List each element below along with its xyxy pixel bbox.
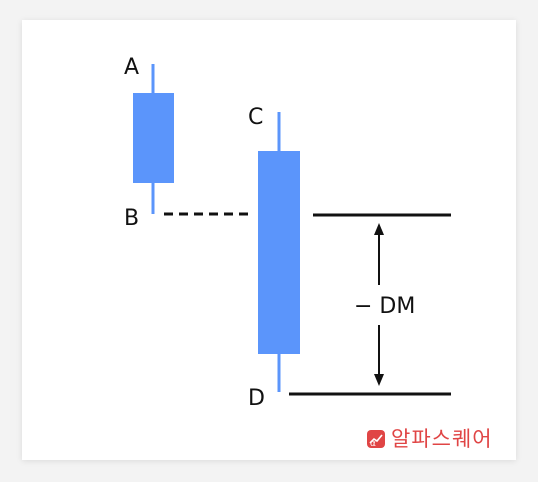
watermark-text: 알파스퀘어 <box>391 427 493 451</box>
dm-arrow-up-head <box>374 223 384 235</box>
watermark: α 알파스퀘어 <box>367 428 493 450</box>
alpha-logo-icon: α <box>367 430 385 449</box>
svg-text:α: α <box>370 439 376 448</box>
label-d: D <box>248 386 265 411</box>
candle-1-body <box>133 93 174 183</box>
label-dm: − DM <box>354 294 415 319</box>
dm-arrow-down-head <box>374 374 384 386</box>
label-b: B <box>124 206 139 231</box>
label-c: C <box>248 105 263 130</box>
candle-2-body <box>258 151 300 354</box>
label-a: A <box>124 55 139 80</box>
